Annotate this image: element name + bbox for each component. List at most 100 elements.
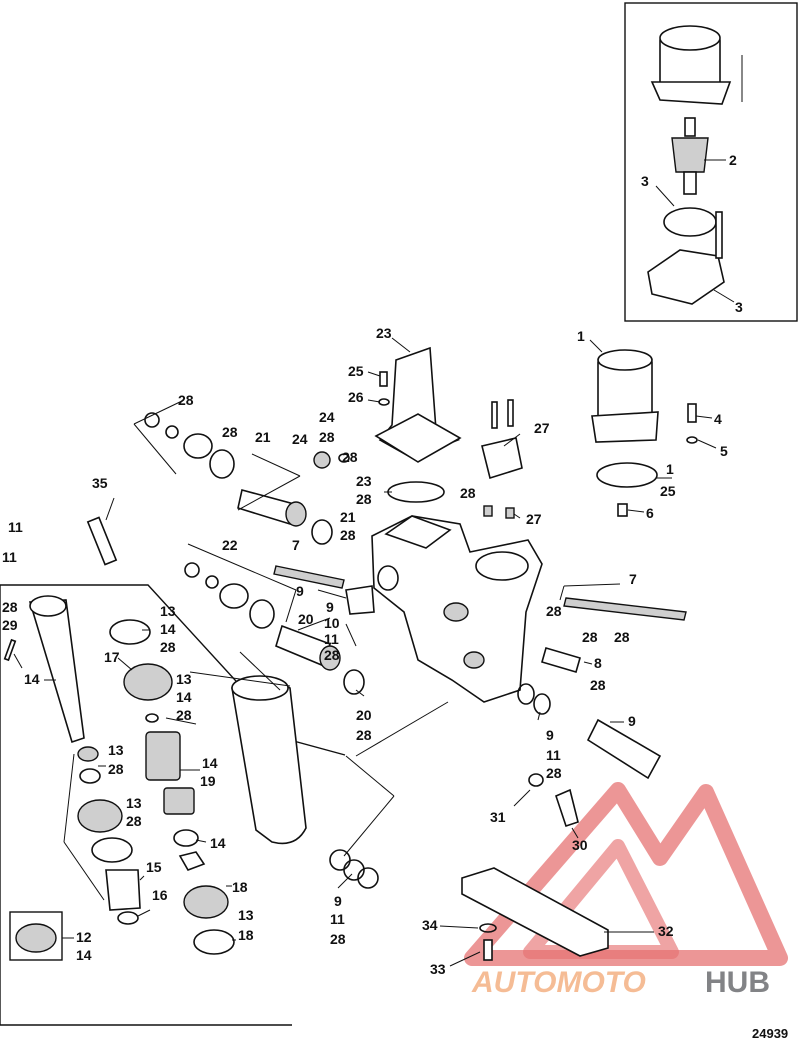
callout-25: 25 <box>660 483 676 499</box>
callout-13: 13 <box>126 795 142 811</box>
callout-28: 28 <box>126 813 142 829</box>
leader-cyl-frame <box>239 651 281 691</box>
cap-18 <box>183 885 229 919</box>
trim-cylinder-top <box>231 675 289 701</box>
upper-o-ring-13 <box>109 619 151 645</box>
leader-23a <box>391 337 411 353</box>
callout-30: 30 <box>572 837 588 853</box>
leader-27b <box>513 513 521 519</box>
memory-piston-17 <box>123 663 173 701</box>
spool-9b <box>586 718 662 780</box>
reservoir-base <box>374 413 462 463</box>
callout-2: 2 <box>729 152 737 168</box>
callout-8: 8 <box>594 655 602 671</box>
callout-28: 28 <box>590 677 606 693</box>
cap-washer-21 <box>165 425 179 439</box>
leader-6 <box>627 509 645 513</box>
callout-11: 11 <box>2 549 17 565</box>
callout-18: 18 <box>238 927 254 943</box>
cap-inset-frame <box>9 911 63 961</box>
leader-9a <box>317 589 347 599</box>
cap-washer-22 <box>205 575 219 589</box>
motor-inset-frame <box>624 2 798 322</box>
spring-15 <box>105 869 141 911</box>
end-cap-22 <box>219 583 249 609</box>
callout-9: 9 <box>296 583 304 599</box>
callout-9: 9 <box>334 893 342 909</box>
leader-rod-frame-2 <box>63 841 105 901</box>
callout-26: 26 <box>348 389 364 405</box>
callout-21: 21 <box>340 509 356 525</box>
leader-7b-2 <box>559 585 565 601</box>
callout-labels: 2 3 3 1 4 5 1 25 6 23 25 26 28 28 21 24 … <box>2 152 743 977</box>
reservoir-washer <box>378 398 390 406</box>
manifold-port-side <box>443 602 469 622</box>
callout-5: 5 <box>720 443 728 459</box>
leader-28-bracket-2 <box>133 423 177 475</box>
callout-32: 32 <box>658 923 674 939</box>
callout-7: 7 <box>629 571 637 587</box>
manifold-body <box>371 515 543 703</box>
callout-34: 34 <box>422 917 438 933</box>
armature-shaft-bottom <box>683 171 697 195</box>
leader-cyl-link <box>345 755 395 797</box>
leader-21a-2 <box>237 475 301 511</box>
fitting-8 <box>541 647 581 673</box>
leader-17 <box>117 657 133 671</box>
leader-21a <box>251 453 301 477</box>
callout-28: 28 <box>319 429 335 445</box>
pump-motor-top <box>597 349 653 371</box>
rod-o-ring <box>79 768 101 784</box>
cap-o-ring-21b <box>209 449 235 479</box>
anode-32 <box>461 867 609 957</box>
manifold-port-lower <box>463 651 485 669</box>
leader-lines <box>13 159 735 967</box>
callout-19: 19 <box>200 773 216 789</box>
leader-28p <box>355 701 449 757</box>
leader-25 <box>367 371 381 377</box>
cap-o-ring-22 <box>184 562 200 578</box>
cap-o-ring-lower <box>91 837 133 863</box>
callout-9: 9 <box>628 713 636 729</box>
piston-washer-14 <box>173 829 199 847</box>
end-cap-21 <box>183 433 213 459</box>
callout-33: 33 <box>430 961 446 977</box>
pump-motor-o-ring <box>596 462 658 488</box>
cap-o-ring-18 <box>193 929 235 955</box>
callout-11: 11 <box>330 911 345 927</box>
callout-13: 13 <box>108 742 124 758</box>
callout-24: 24 <box>292 431 308 447</box>
leader-rod-frame <box>63 753 75 843</box>
callout-6: 6 <box>646 505 654 521</box>
pump-motor-screw <box>687 403 697 423</box>
callout-12: 12 <box>76 929 92 945</box>
callout-22: 22 <box>222 537 238 553</box>
end-cap <box>647 249 725 305</box>
pump-motor-base <box>591 411 659 443</box>
callout-29: 29 <box>2 617 18 633</box>
spool-o-ring-9d <box>533 693 551 715</box>
callout-35: 35 <box>92 475 108 491</box>
callout-3: 3 <box>641 173 649 189</box>
callout-14: 14 <box>76 947 92 963</box>
callout-13: 13 <box>160 603 176 619</box>
piston-head-20 <box>319 645 341 671</box>
callout-25: 25 <box>348 363 364 379</box>
motor-housing-flange <box>650 81 732 105</box>
leader-27a <box>503 433 521 447</box>
leader-30 <box>571 827 579 839</box>
callout-7: 7 <box>292 537 300 553</box>
valve-screw-1 <box>491 401 498 429</box>
reservoir-assembly <box>313 346 462 503</box>
callout-18: 18 <box>232 879 248 895</box>
callout-16: 16 <box>152 887 168 903</box>
leader-34 <box>439 925 479 929</box>
cyl-o-ring-b <box>343 859 365 881</box>
callout-28: 28 <box>582 629 598 645</box>
manual-release-valve <box>86 516 118 566</box>
leader-16 <box>137 909 151 917</box>
piston-o-ring-21 <box>311 519 333 545</box>
leader-4 <box>695 415 713 419</box>
callout-28: 28 <box>108 761 124 777</box>
